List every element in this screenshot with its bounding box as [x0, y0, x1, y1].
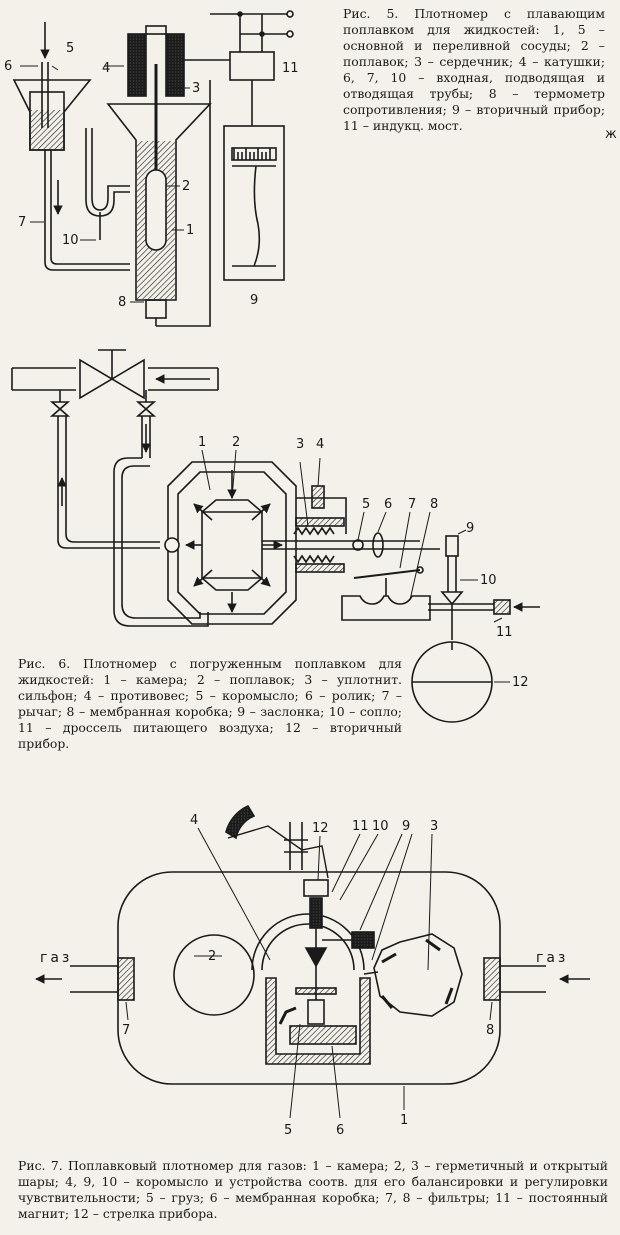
- fig6-label-5: 5: [362, 497, 370, 512]
- fig7-label-6: 6: [336, 1123, 344, 1138]
- fig5-label-4: 4: [102, 61, 110, 76]
- secondary-instrument-9: [223, 125, 285, 281]
- shutter-9: [445, 535, 459, 557]
- inner-housing: [265, 977, 371, 1065]
- fig6-label-10: 10: [480, 573, 497, 588]
- thermometer-8: [145, 299, 167, 319]
- fig5-label-8: 8: [118, 295, 126, 310]
- fig6-label-9: 9: [466, 521, 474, 536]
- fig5-label-2: 2: [182, 179, 190, 194]
- filter-8: [483, 957, 501, 1001]
- overflow-vessel-5: [29, 91, 65, 151]
- fig7-label-3: 3: [430, 819, 438, 834]
- figure-6-caption: Рис. 6. Плотномер с погруженным поплавко…: [18, 656, 402, 751]
- weight-5: [307, 999, 325, 1025]
- chamber-1: [167, 461, 297, 625]
- balance-screw-9: [351, 931, 375, 949]
- fig7-label-9: 9: [402, 819, 410, 834]
- fig7-label-10: 10: [372, 819, 389, 834]
- throttle-11: [493, 599, 511, 615]
- diaphragm-box-8: [341, 595, 431, 621]
- figure-5-caption: Рис. 5. Плотномер с плавающим поплавком …: [343, 6, 605, 133]
- fig5-label-10: 10: [62, 233, 79, 248]
- filter-7: [117, 957, 135, 1001]
- fig7-label-2: 2: [208, 949, 216, 964]
- fig6-label-6: 6: [384, 497, 392, 512]
- fig5-label-9: 9: [250, 293, 258, 308]
- fig7-label-5: 5: [284, 1123, 292, 1138]
- fig7-label-12: 12: [312, 821, 329, 836]
- fig5-label-11: 11: [282, 61, 299, 76]
- fig7-label-1: 1: [400, 1113, 408, 1128]
- figure-7-diagram: [35, 804, 590, 1119]
- fig7-label-8: 8: [486, 1023, 494, 1038]
- float-2-submerged: [201, 499, 263, 591]
- fig7-label-7: 7: [122, 1023, 130, 1038]
- supply-pipe-7: [44, 150, 130, 271]
- fig5-label-1: 1: [186, 223, 194, 238]
- fig6-label-4: 4: [316, 437, 324, 452]
- fig5-label-5: 5: [66, 41, 74, 56]
- fig6-label-3: 3: [296, 437, 304, 452]
- coil-4-right: [165, 33, 185, 97]
- diaphragm-box-6: [289, 1025, 357, 1045]
- beam-4: [251, 913, 365, 971]
- fig7-label-11: 11: [352, 819, 369, 834]
- figure-6-diagram: [11, 349, 540, 723]
- roller-6: [372, 532, 384, 558]
- coil-4-left: [127, 33, 147, 97]
- figure-7-caption: Рис. 7. Поплавковый плотномер для газов:…: [18, 1158, 608, 1221]
- sealed-ball-2: [173, 934, 255, 1016]
- margin-mark: ж: [605, 127, 617, 142]
- inductive-bridge-11: [229, 51, 275, 81]
- figure-5-diagram: [12, 10, 294, 327]
- fig6-label-8: 8: [430, 497, 438, 512]
- fig6-label-7: 7: [408, 497, 416, 512]
- fig6-label-12: 12: [512, 675, 529, 690]
- fig6-label-1: 1: [198, 435, 206, 450]
- bellows-3: [293, 526, 335, 564]
- fig6-label-2: 2: [232, 435, 240, 450]
- process-pipe: [12, 367, 218, 391]
- fig7-gas-left: газ: [40, 950, 72, 966]
- fig5-label-7: 7: [18, 215, 26, 230]
- fig5-label-6: 6: [4, 59, 12, 74]
- counterweight-4: [311, 485, 325, 509]
- instrument-scale: [225, 804, 256, 840]
- float-2: [145, 169, 167, 251]
- fig7-gas-right: газ: [536, 950, 568, 966]
- fig6-label-11: 11: [496, 625, 513, 640]
- fig5-label-3: 3: [192, 81, 200, 96]
- main-valve: [79, 358, 145, 400]
- fig7-label-4: 4: [190, 813, 198, 828]
